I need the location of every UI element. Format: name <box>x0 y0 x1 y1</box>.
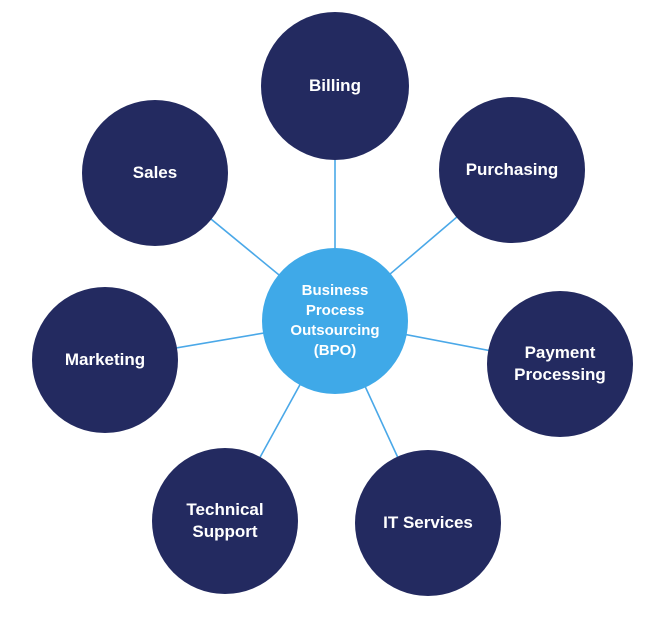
node-technical-support: Technical Support <box>152 448 298 594</box>
node-label: Marketing <box>64 349 146 369</box>
node-label: IT Services <box>383 512 473 532</box>
node-center-bpo: Business Process Outsourcing (BPO) <box>262 248 408 394</box>
node-label: Billing <box>309 75 361 95</box>
node-label: Purchasing <box>465 159 559 179</box>
node-purchasing: Purchasing <box>439 97 585 243</box>
node-label: Sales <box>132 162 178 182</box>
node-billing: Billing <box>261 12 409 160</box>
node-payment-processing: Payment Processing <box>487 291 633 437</box>
node-sales: Sales <box>82 100 228 246</box>
node-label: Technical Support <box>186 499 264 541</box>
center-node-label: Business Process Outsourcing (BPO) <box>290 281 380 360</box>
node-it-services: IT Services <box>355 450 501 596</box>
node-marketing: Marketing <box>32 287 178 433</box>
node-label: Payment Processing <box>514 342 606 384</box>
